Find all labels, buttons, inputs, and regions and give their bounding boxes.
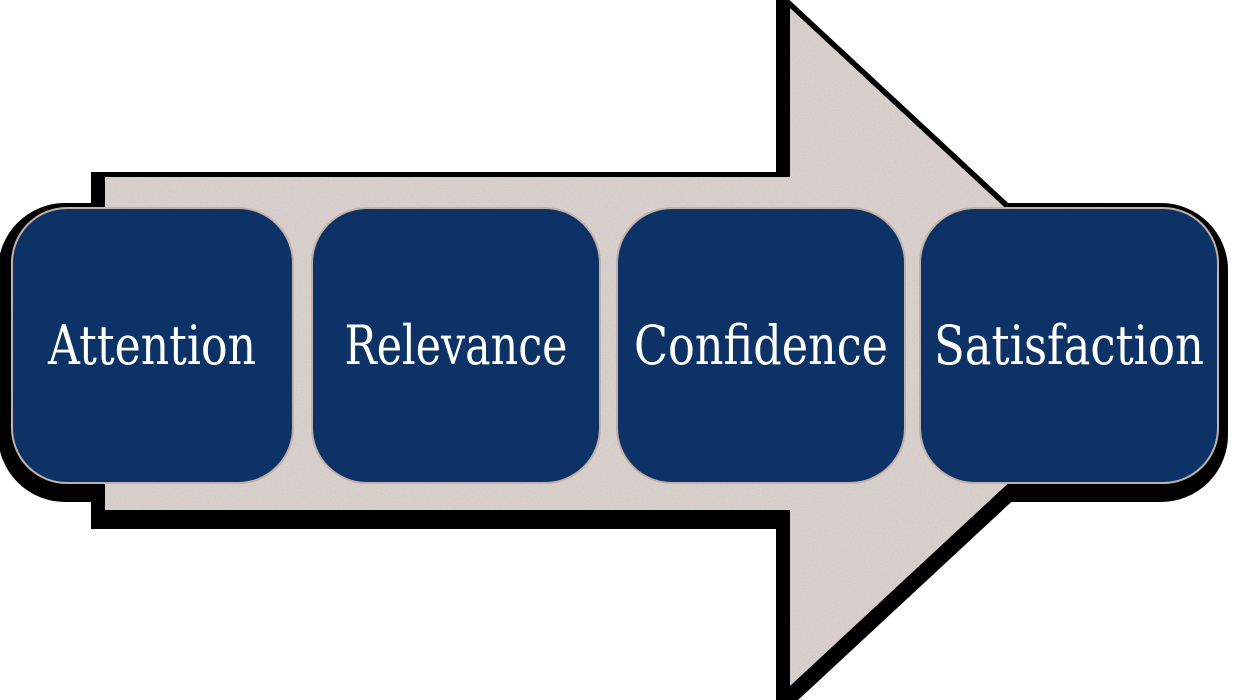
- step-box-confidence: [616, 207, 906, 484]
- step-label-attention: Attention: [47, 314, 256, 377]
- step-box-satisfaction: [919, 207, 1219, 484]
- step-boxes: [11, 207, 1219, 484]
- step-label-confidence: Confidence: [634, 314, 888, 377]
- step-box-attention: [11, 207, 294, 484]
- step-label-relevance: Relevance: [345, 314, 568, 377]
- step-labels: Attention Relevance Confidence Satisfact…: [47, 314, 1204, 377]
- step-box-relevance: [311, 207, 601, 484]
- step-label-satisfaction: Satisfaction: [934, 314, 1204, 377]
